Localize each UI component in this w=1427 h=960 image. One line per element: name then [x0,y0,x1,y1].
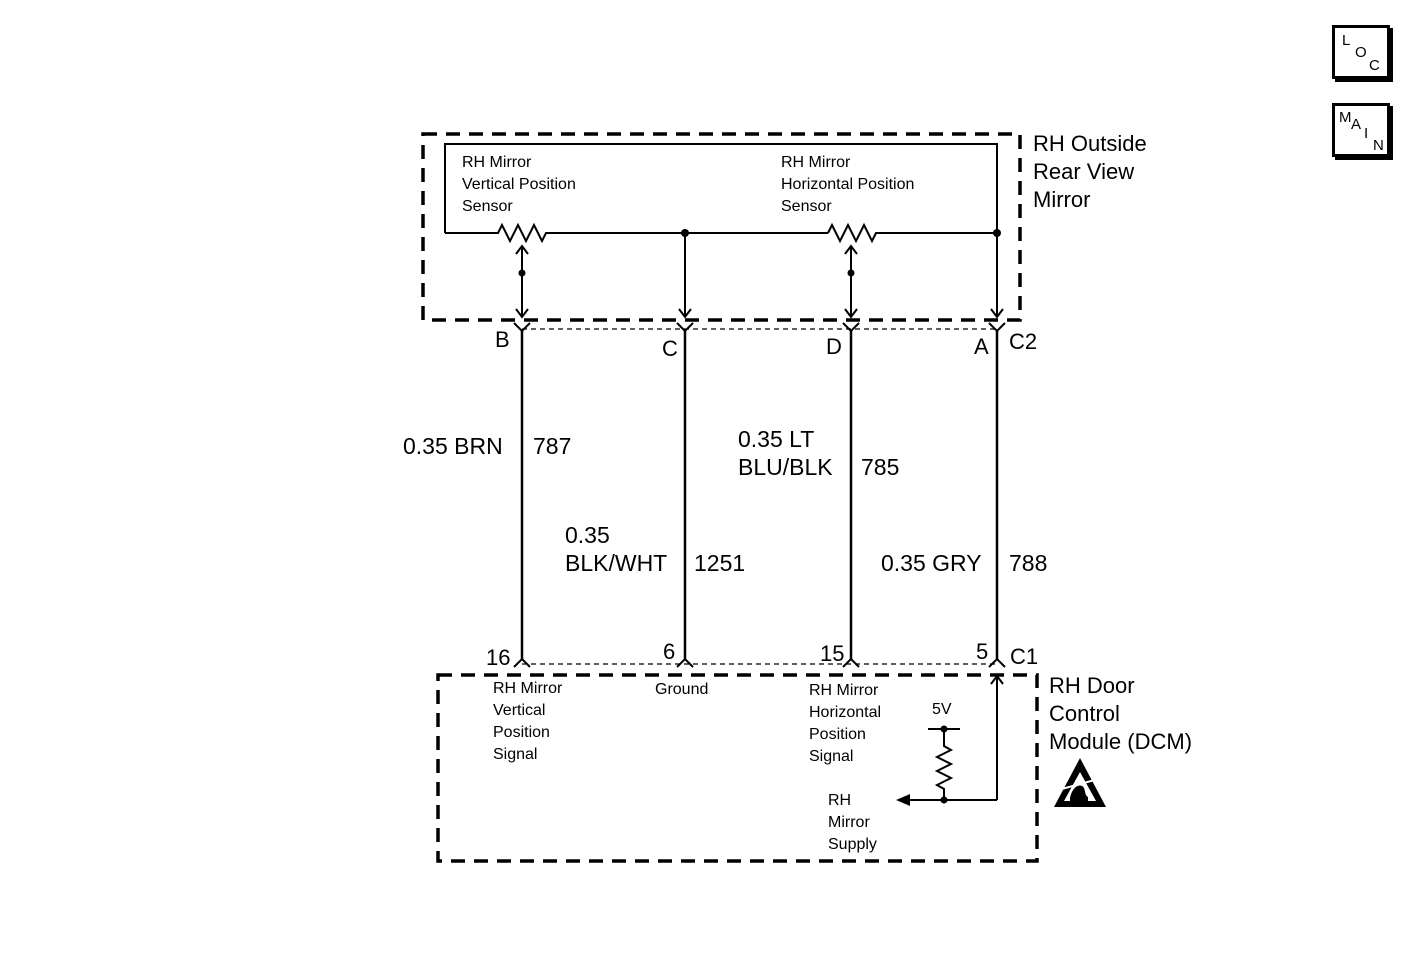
arrow-up [990,674,1004,685]
wire-788-color: 0.35 GRY [881,550,982,576]
main-letter-n: N [1373,137,1384,154]
wire-787-circuit: 787 [533,433,572,459]
pin-6-label: 6 [663,639,676,664]
main-button[interactable]: M A I N [1332,103,1390,157]
vertical-signal-label: RH Mirror Vertical Position Signal [493,680,563,763]
pin-15-label: 15 [820,641,845,666]
wire-785-circuit: 785 [861,454,900,480]
pin-b-label: B [495,327,510,352]
main-letter-i: I [1364,125,1369,142]
wiper-arrow-down [844,308,858,319]
mirror-title: RH Outside Rear View Mirror [1033,131,1147,212]
pin-a-label: A [974,334,989,359]
wire-787-color: 0.35 BRN [403,433,503,459]
wiper-arrow-up [844,244,858,255]
wire-788 [988,322,1006,668]
sensor-frame [444,143,998,233]
dcm-enclosure [436,673,1039,863]
horizontal-signal-label: RH Mirror Horizontal Position Signal [809,682,882,765]
loc-letter-o: O [1355,44,1367,61]
ground-label: Ground [655,681,709,698]
wire-787 [513,322,531,668]
horizontal-sensor-label: RH Mirror Horizontal Position Sensor [781,154,915,215]
pin-c-label: C [662,336,678,361]
loc-letter-c: C [1369,57,1380,74]
wire-785-color: 0.35 LT BLU/BLK [738,426,833,480]
main-letter-m: M [1339,109,1352,126]
mirror-supply-label: RH Mirror Supply [828,792,877,853]
supply-arrow [896,794,910,806]
pin-16-label: 16 [486,645,511,670]
horizontal-sensor-resistor [827,222,997,244]
mirror-enclosure [421,132,1022,322]
wiper-arrow-up [515,244,529,255]
wiper-arrow-down [515,308,529,319]
wire-788-circuit: 788 [1009,550,1048,576]
loc-letter-l: L [1342,32,1351,49]
wire-1251-circuit: 1251 [694,550,746,576]
supply-voltage-label: 5V [932,701,952,718]
wire-1251 [676,322,694,668]
vertical-sensor-resistor [445,222,828,244]
pin-d-label: D [826,334,842,359]
pin-5-label: 5 [976,639,989,664]
connector-c2-label: C2 [1009,329,1038,354]
arrow-down [990,308,1004,319]
dcm-title: RH Door Control Module (DCM) [1049,673,1193,754]
arrow-down [678,308,692,319]
wire-785 [842,322,860,668]
wire-1251-color: 0.35 BLK/WHT [565,522,668,576]
vertical-sensor-label: RH Mirror Vertical Position Sensor [462,154,576,215]
esd-warning-icon [1054,758,1106,807]
connector-c1-label: C1 [1010,644,1039,669]
main-letter-a: A [1351,116,1362,133]
pullup-resistor [934,729,954,800]
loc-button[interactable]: L O C [1332,25,1390,79]
